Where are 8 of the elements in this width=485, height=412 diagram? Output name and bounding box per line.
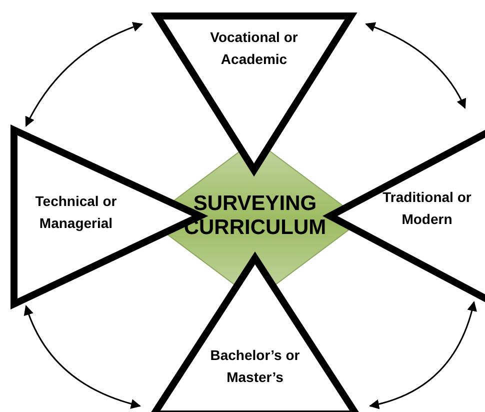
- triangle-label: Vocational or Academic: [209, 28, 299, 69]
- double-arrow: [25, 22, 143, 127]
- double-arrow: [24, 305, 141, 408]
- double-arrow: [369, 301, 477, 409]
- triangle-label: Technical or Managerial: [34, 192, 118, 233]
- triangle-label: Traditional or Modern: [382, 188, 472, 229]
- double-arrow: [365, 22, 466, 109]
- triangle-label: Bachelor’s or Master’s: [209, 346, 301, 387]
